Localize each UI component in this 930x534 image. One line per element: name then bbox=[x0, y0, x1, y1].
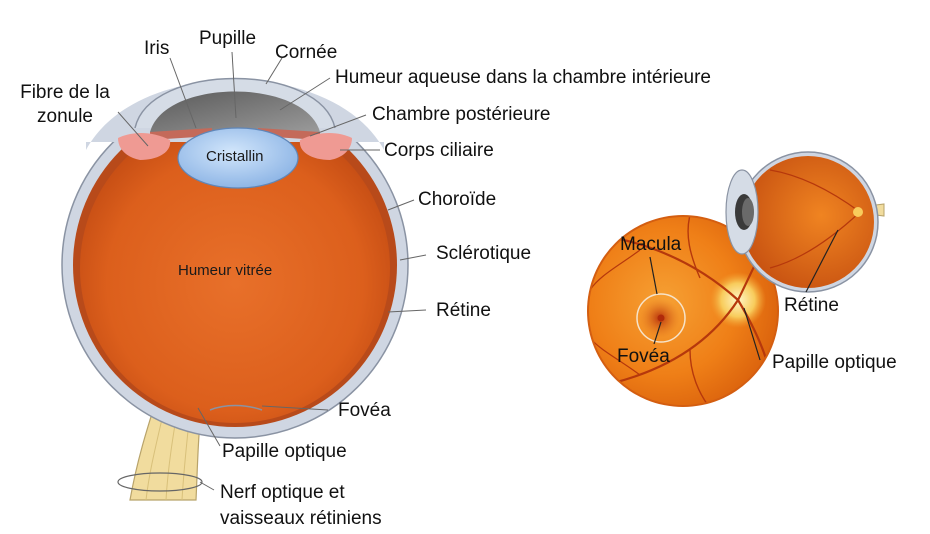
label-chambre-posterieure: Chambre postérieure bbox=[372, 104, 550, 126]
label-pupille: Pupille bbox=[199, 28, 256, 50]
label-fibre-zonule-line2: zonule bbox=[10, 106, 120, 128]
label-fovea-fundus: Fovéa bbox=[617, 346, 670, 368]
label-humeur-vitree: Humeur vitrée bbox=[178, 262, 272, 279]
main-eye bbox=[62, 79, 408, 501]
label-choroide: Choroïde bbox=[418, 189, 496, 211]
label-macula: Macula bbox=[620, 234, 681, 256]
label-iris: Iris bbox=[144, 38, 169, 60]
label-retine: Rétine bbox=[436, 300, 491, 322]
label-nerf-optique-line1: Nerf optique et bbox=[220, 482, 345, 504]
label-cornee: Cornée bbox=[275, 42, 337, 64]
label-cristallin: Cristallin bbox=[206, 148, 264, 165]
fovea-spot bbox=[658, 315, 665, 322]
label-humeur-aqueuse: Humeur aqueuse dans la chambre intérieur… bbox=[335, 67, 711, 89]
label-fibre-zonule-line1: Fibre de la bbox=[10, 82, 120, 104]
label-fovea: Fovéa bbox=[338, 400, 391, 422]
label-retine-fundus: Rétine bbox=[784, 295, 839, 317]
label-papille-optique-fundus: Papille optique bbox=[772, 352, 897, 374]
label-papille-optique: Papille optique bbox=[222, 441, 347, 463]
label-sclerotique: Sclérotique bbox=[436, 243, 531, 265]
label-corps-ciliaire: Corps ciliaire bbox=[384, 140, 494, 162]
label-nerf-optique-line2: vaisseaux rétiniens bbox=[220, 508, 382, 530]
